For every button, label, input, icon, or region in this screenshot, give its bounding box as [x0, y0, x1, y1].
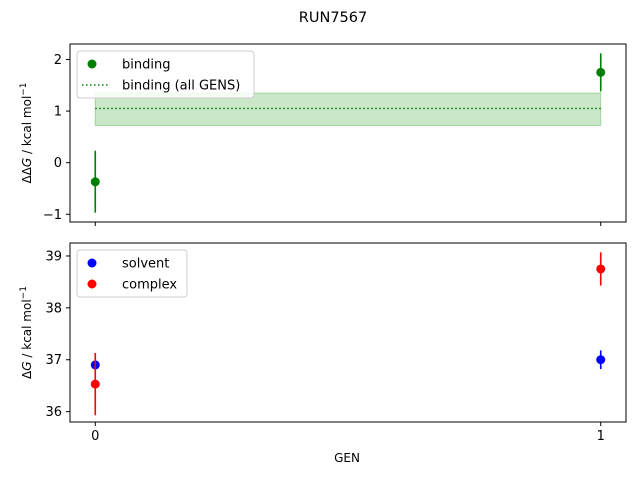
- legend-box: [76, 50, 255, 99]
- legend-label: binding (all GENS): [122, 79, 240, 94]
- x-tick-label: 1: [597, 429, 605, 444]
- x-axis-label: GEN: [334, 451, 360, 465]
- y-tick-label: 2: [54, 53, 62, 68]
- y-tick-label: 36: [45, 405, 62, 420]
- y-axis-label-exponent: −1: [19, 82, 29, 95]
- legend-label: complex: [122, 278, 177, 293]
- y-axis-label-unit: / kcal mol: [20, 299, 34, 361]
- x-tick-label: 0: [91, 429, 99, 444]
- axes-frame: [69, 242, 627, 423]
- y-axis-label-variable: G: [20, 158, 34, 167]
- y-tick-label: 0: [54, 156, 62, 171]
- axes-frame: [69, 43, 627, 223]
- y-axis-label-exponent: −1: [19, 286, 29, 299]
- data-point-solvent: [596, 355, 606, 365]
- data-point-complex: [90, 379, 100, 389]
- y-tick-label: 39: [45, 249, 62, 264]
- y-tick-label: 38: [45, 301, 62, 316]
- chart-title: RUN7567: [299, 10, 367, 26]
- y-tick-label: 1: [54, 105, 62, 120]
- y-axis-label-unit: / kcal mol: [20, 96, 34, 158]
- legend-marker: [87, 279, 97, 289]
- y-axis-label: ΔG / kcal mol−1: [19, 286, 34, 379]
- bottom-panel: 36 37 38 39 0 1 ΔG / kcal mol−1 solvent complex: [19, 242, 627, 444]
- y-axis-label-variable: G: [20, 361, 34, 370]
- y-axis-label-delta: ΔΔ: [20, 166, 34, 183]
- data-point-binding: [90, 177, 100, 187]
- legend-marker: [87, 258, 97, 268]
- legend-label: solvent: [122, 257, 169, 272]
- legend-marker: [87, 59, 97, 69]
- data-point-complex: [596, 264, 606, 274]
- y-axis-label: ΔΔG / kcal mol−1: [19, 82, 34, 183]
- y-tick-label: 37: [45, 353, 62, 368]
- legend-label: binding: [122, 58, 170, 73]
- legend-box: [76, 249, 188, 298]
- data-point-binding: [596, 67, 606, 77]
- y-tick-label: −1: [43, 208, 62, 223]
- y-axis-label-delta: Δ: [20, 370, 34, 379]
